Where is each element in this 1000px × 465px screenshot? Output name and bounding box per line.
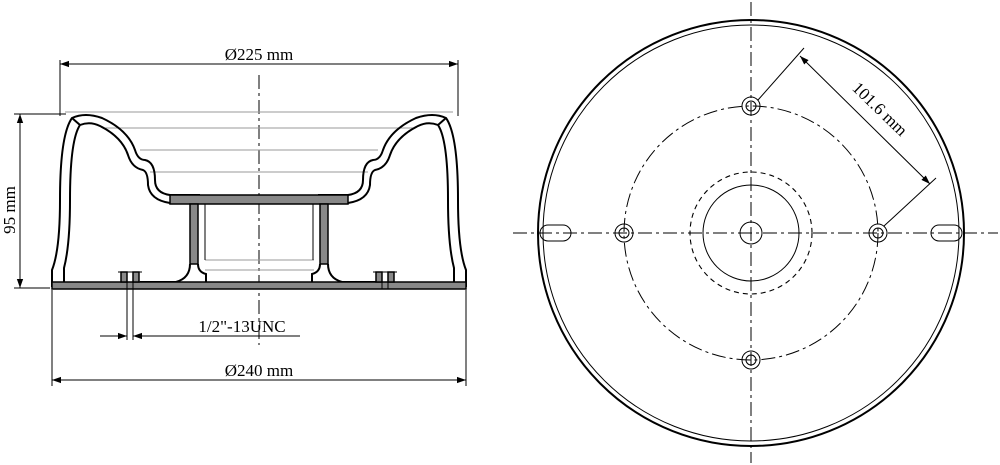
- right-shell: [318, 114, 467, 287]
- side-view: Ø225 mm 95 mm 1/2"-13UNC Ø240 mm: [0, 45, 467, 386]
- bolt-hole-left: [614, 223, 634, 243]
- bolt-circle: [623, 105, 879, 361]
- height-label: 95 mm: [0, 186, 19, 234]
- right-slot: [930, 224, 963, 242]
- height-dimension: 95 mm: [0, 113, 66, 289]
- bolt-hole-bottom: [741, 350, 761, 370]
- right-thread-insert: [373, 271, 397, 290]
- left-thread-insert: [118, 271, 142, 340]
- thread-label: 1/2"-13UNC: [198, 317, 285, 336]
- top-diameter-dimension: Ø225 mm: [59, 45, 459, 116]
- bottom-diameter-label: Ø240 mm: [225, 361, 293, 380]
- base-plate: [51, 281, 467, 290]
- plan-view: 101.6 mm: [513, 2, 998, 463]
- left-shell: [51, 114, 200, 287]
- bolt-spacing-label: 101.6 mm: [848, 78, 911, 140]
- upper-plate: [169, 194, 349, 205]
- left-slot: [539, 224, 572, 242]
- top-diameter-label: Ø225 mm: [225, 45, 293, 64]
- bolt-hole-right: [868, 223, 888, 243]
- thread-dimension: 1/2"-13UNC: [100, 317, 300, 340]
- inner-rim-lines: [65, 111, 453, 271]
- right-bead: [437, 117, 447, 126]
- left-shell-inner: [63, 122, 200, 282]
- bottom-diameter-dimension: Ø240 mm: [51, 290, 467, 386]
- right-shell-inner: [318, 122, 455, 282]
- left-bead: [71, 117, 81, 126]
- central-posts: [140, 203, 378, 283]
- bolt-hole-top: [741, 96, 761, 116]
